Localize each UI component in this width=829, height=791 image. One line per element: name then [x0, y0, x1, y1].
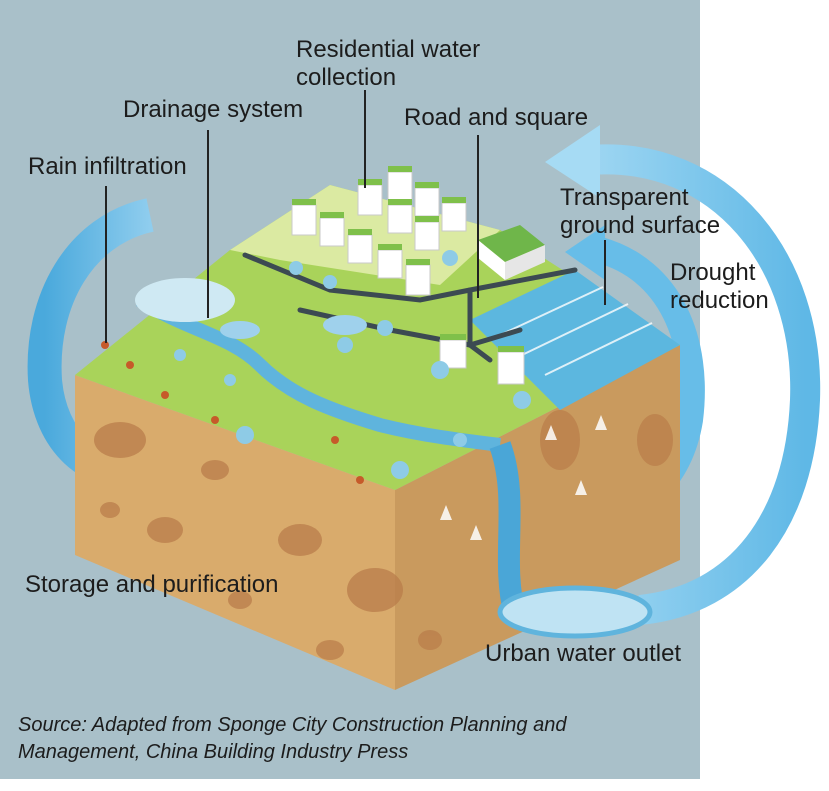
upper-pond	[135, 278, 235, 322]
drought-reduction-label: Drought reduction	[670, 259, 769, 315]
paving-grid	[497, 286, 653, 376]
urban-water-outlet-label: Urban water outlet	[485, 640, 682, 667]
outlet-pool	[497, 585, 653, 639]
source-caption-line2: Management, China Building Industry Pres…	[18, 741, 409, 763]
drought-label-line2: reduction	[670, 287, 769, 314]
soil-texture	[94, 410, 673, 660]
ground-right-face	[395, 345, 680, 690]
waterfall-stream	[489, 441, 526, 618]
ground-left-face	[75, 375, 395, 690]
residential-buildings	[291, 166, 545, 385]
drought-label-line1: Drought	[670, 259, 756, 286]
residential-label-line1: Residential water	[296, 36, 481, 63]
source-caption: Source: Adapted from Sponge City Constru…	[18, 712, 566, 766]
river-channel	[136, 294, 501, 452]
leader-lines	[105, 90, 606, 343]
transparent-ground-surface-label: Transparent ground surface	[560, 184, 720, 240]
residential-label-line2: collection	[296, 64, 397, 91]
storage-and-purification-label: Storage and purification	[25, 571, 279, 598]
trees	[174, 250, 531, 479]
retention-pool	[220, 321, 260, 339]
transparent-label-line2: ground surface	[560, 212, 721, 239]
road-and-square-label: Road and square	[404, 104, 589, 131]
residential-water-collection-label: Residential water collection	[296, 36, 480, 92]
transparent-label-line1: Transparent	[560, 184, 689, 211]
rain-infiltration-label: Rain infiltration	[28, 153, 187, 180]
transparent-ground-zone	[470, 270, 680, 410]
retention-pool	[323, 315, 367, 335]
source-caption-line1: Source: Adapted from Sponge City Constru…	[18, 714, 567, 736]
infiltration-arrows	[440, 415, 607, 540]
drainage-system-label: Drainage system	[123, 96, 304, 123]
